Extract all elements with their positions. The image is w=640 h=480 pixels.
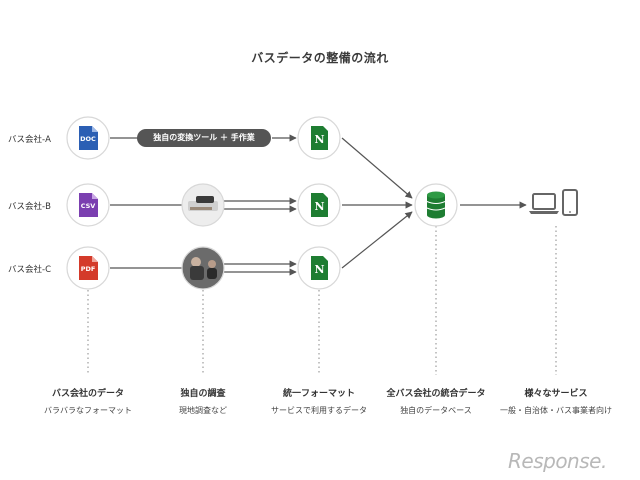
format-letter-b: N <box>314 200 324 213</box>
row-label-a: バス会社-A <box>8 135 51 145</box>
laptop-and-phone-icon <box>529 189 578 216</box>
office-survey-photo <box>181 183 225 227</box>
column-heading: 様々なサービス <box>524 389 588 399</box>
format-letter-a: N <box>314 133 324 146</box>
file-node-csv <box>66 183 110 227</box>
row-label-b: バス会社-B <box>8 202 51 212</box>
column-unified-format: 統一フォーマット サービスで利用するデータ <box>254 386 384 416</box>
column-heading: 独自の調査 <box>180 389 226 399</box>
format-node-a <box>297 116 341 160</box>
format-letter-c: N <box>314 263 324 276</box>
column-subtext: バラバラなフォーマット <box>44 406 132 415</box>
column-subtext: 現地調査など <box>179 406 227 415</box>
column-heading: バス会社のデータ <box>51 389 124 399</box>
page-title: バスデータの整備の流れ <box>251 51 389 65</box>
row-label-c: バス会社-C <box>8 265 52 275</box>
format-node-b <box>297 183 341 227</box>
conversion-tool-pill <box>137 129 271 147</box>
format-node-c <box>297 246 341 290</box>
column-heading: 統一フォーマット <box>282 389 355 399</box>
column-services: 様々なサービス 一般・自治体・バス事業者向け <box>491 386 621 416</box>
field-survey-photo <box>181 246 225 290</box>
column-survey: 独自の調査 現地調査など <box>138 386 268 416</box>
conversion-tool-label: 独自の変換ツール ＋ 手作業 <box>153 133 255 142</box>
column-subtext: 一般・自治体・バス事業者向け <box>500 406 612 415</box>
column-subtext: サービスで利用するデータ <box>271 406 367 415</box>
column-integrated-data: 全バス会社の統合データ 独自のデータベース <box>371 386 501 416</box>
pdf-label: PDF <box>81 265 96 273</box>
file-node-doc <box>66 116 110 160</box>
column-bus-data: バス会社のデータ バラバラなフォーマット <box>23 386 153 416</box>
column-subtext: 独自のデータベース <box>400 406 472 415</box>
csv-label: CSV <box>81 202 96 210</box>
response-watermark: Response. <box>508 449 607 473</box>
flow-lines <box>110 134 527 276</box>
dotted-guides <box>87 226 557 375</box>
column-heading: 全バス会社の統合データ <box>386 389 486 399</box>
database-icon <box>414 183 458 227</box>
file-node-pdf <box>66 246 110 290</box>
doc-label: DOC <box>80 135 96 143</box>
